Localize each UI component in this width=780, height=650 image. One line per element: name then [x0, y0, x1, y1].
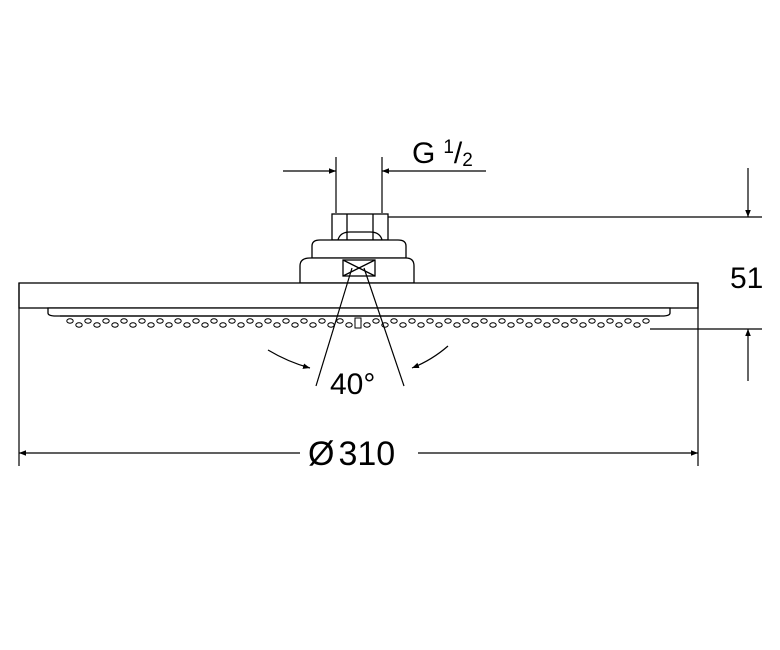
nozzle	[237, 322, 245, 328]
nozzle	[192, 318, 200, 324]
nozzle-plate	[47, 307, 671, 317]
thread-numerator: 1	[443, 137, 454, 158]
nozzle	[210, 318, 218, 324]
diameter-value: 310	[338, 435, 395, 473]
nozzle	[228, 318, 236, 324]
nozzle	[435, 322, 443, 328]
diameter-symbol: Ø	[308, 435, 334, 473]
nozzle	[597, 322, 605, 328]
height-dimension	[388, 168, 762, 381]
nozzle	[489, 322, 497, 328]
nozzle	[309, 322, 317, 328]
nozzle	[246, 318, 254, 324]
nozzle	[642, 318, 650, 324]
nozzle	[201, 322, 209, 328]
nozzle	[255, 322, 263, 328]
center-marker-cross-b	[342, 259, 376, 277]
nozzle	[453, 322, 461, 328]
nozzle	[480, 318, 488, 324]
nozzle	[138, 318, 146, 324]
nozzle	[624, 318, 632, 324]
nozzle	[273, 322, 281, 328]
nozzle	[543, 322, 551, 328]
nozzle	[93, 322, 101, 328]
nozzle	[174, 318, 182, 324]
nozzle	[345, 322, 353, 328]
nozzle	[363, 322, 371, 328]
nozzle	[498, 318, 506, 324]
spray-angle-label: 40°	[330, 368, 375, 401]
nozzle	[372, 318, 380, 324]
nozzle	[426, 318, 434, 324]
nozzle	[147, 322, 155, 328]
nozzle	[264, 318, 272, 324]
nozzle	[390, 318, 398, 324]
nozzle	[282, 318, 290, 324]
nozzle	[84, 318, 92, 324]
ball-joint-collar-top	[337, 231, 383, 241]
nozzle	[129, 322, 137, 328]
nozzle	[570, 318, 578, 324]
nozzle	[462, 318, 470, 324]
nozzle	[516, 318, 524, 324]
spray-line-left	[315, 267, 353, 387]
nozzle	[183, 322, 191, 328]
nozzle	[300, 318, 308, 324]
nozzle	[120, 318, 128, 324]
shower-head-body	[18, 213, 699, 317]
center-nozzle	[354, 317, 362, 329]
nozzle	[615, 322, 623, 328]
spray-line-right	[363, 267, 405, 387]
nozzle	[219, 322, 227, 328]
thread-slash: /	[454, 137, 463, 170]
nozzle	[111, 322, 119, 328]
thread-dimension	[283, 157, 486, 213]
nozzle	[102, 318, 110, 324]
nozzle	[318, 318, 326, 324]
nozzle	[606, 318, 614, 324]
height-value-label: 51	[730, 262, 763, 295]
nozzle	[327, 322, 335, 328]
nozzle	[291, 322, 299, 328]
thread-denominator: 2	[462, 150, 473, 171]
nozzle	[408, 318, 416, 324]
nozzle	[588, 318, 596, 324]
nozzle	[75, 322, 83, 328]
spray-disc	[18, 282, 699, 309]
nozzle	[156, 318, 164, 324]
nozzle	[444, 318, 452, 324]
nozzle	[399, 322, 407, 328]
nozzle	[66, 318, 74, 324]
spray-angle-dimension	[267, 267, 449, 387]
spray-arc-left	[267, 349, 311, 369]
nozzle	[507, 322, 515, 328]
nozzle	[165, 322, 173, 328]
nozzle	[561, 322, 569, 328]
ball-joint-collar	[311, 239, 407, 259]
thread-prefix: G	[412, 137, 435, 170]
nozzle	[633, 322, 641, 328]
spray-arc-right	[411, 345, 449, 369]
diameter-dimension	[18, 283, 699, 466]
nozzle	[579, 322, 587, 328]
nozzle	[525, 322, 533, 328]
nozzle	[417, 322, 425, 328]
nozzle	[471, 322, 479, 328]
nozzle	[336, 318, 344, 324]
nozzle	[552, 318, 560, 324]
nozzle-row	[66, 317, 650, 329]
nozzle	[534, 318, 542, 324]
